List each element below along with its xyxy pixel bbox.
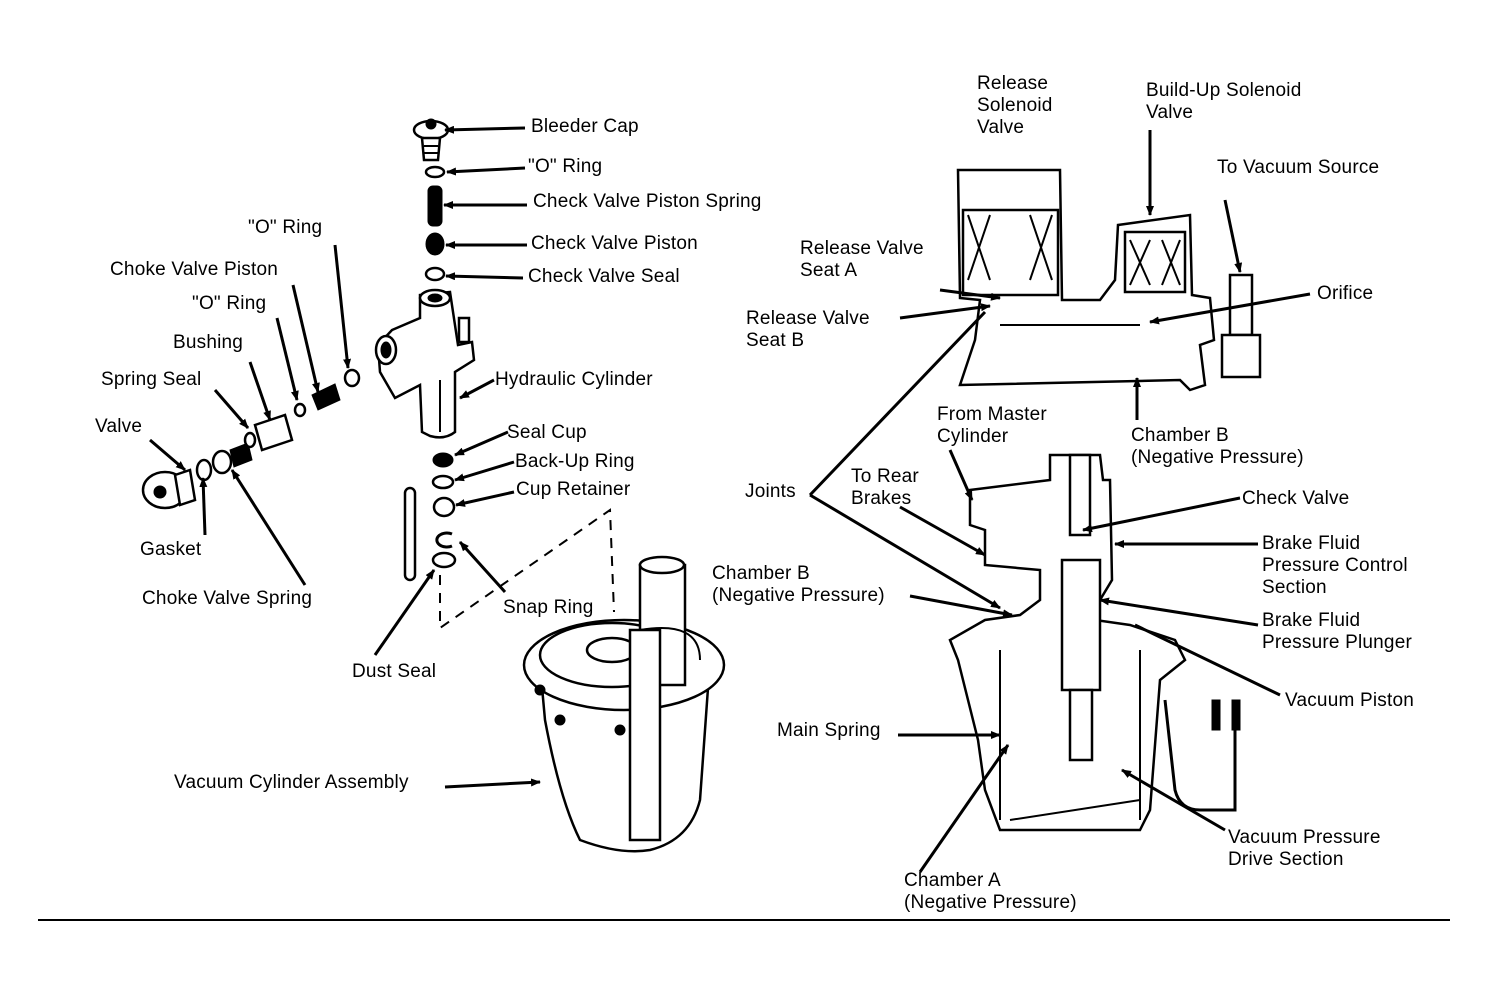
upper-valve-block <box>956 168 1262 392</box>
label-hydraulic-cylinder: Hydraulic Cylinder <box>495 369 653 390</box>
label-vacuum-piston: Vacuum Piston <box>1285 690 1414 711</box>
dust-seal-part <box>431 551 457 569</box>
snap-ring-part <box>435 531 453 549</box>
label-check-valve-seal: Check Valve Seal <box>528 266 680 287</box>
label-o-ring-choke-inner: "O" Ring <box>192 293 267 314</box>
label-seal-cup: Seal Cup <box>507 422 587 443</box>
label-cup-retainer: Cup Retainer <box>516 479 631 500</box>
label-release-solenoid-valve: Release Solenoid Valve <box>977 73 1053 138</box>
label-back-up-ring: Back-Up Ring <box>515 451 635 472</box>
label-choke-valve-piston: Choke Valve Piston <box>110 259 279 280</box>
back-up-ring-part <box>431 474 455 490</box>
label-check-valve: Check Valve <box>1242 488 1350 509</box>
label-check-valve-piston: Check Valve Piston <box>531 233 698 254</box>
label-choke-valve-spring: Choke Valve Spring <box>142 588 313 609</box>
label-valve: Valve <box>95 416 143 437</box>
pin-part <box>403 486 417 582</box>
label-check-valve-piston-spring: Check Valve Piston Spring <box>533 191 762 212</box>
choke-valve-group <box>141 368 361 510</box>
label-chamber-a: Chamber A (Negative Pressure) <box>904 870 1077 913</box>
check-valve-seal-part <box>424 266 446 282</box>
hydraulic-cylinder-part <box>374 288 476 439</box>
left-leader-lines <box>149 125 541 789</box>
label-main-spring: Main Spring <box>777 720 881 741</box>
label-release-valve-seat-a: Release Valve Seat A <box>800 238 924 281</box>
label-bushing: Bushing <box>173 332 244 353</box>
label-build-up-solenoid-valve: Build-Up Solenoid Valve <box>1146 80 1302 123</box>
label-vacuum-pressure-drive-section: Vacuum Pressure Drive Section <box>1228 827 1381 870</box>
label-orifice: Orifice <box>1317 283 1374 304</box>
o-ring-top-part <box>424 165 446 179</box>
label-gasket: Gasket <box>140 539 202 560</box>
label-dust-seal: Dust Seal <box>352 661 437 682</box>
label-vacuum-cylinder-assembly: Vacuum Cylinder Assembly <box>174 772 409 793</box>
label-from-master-cylinder: From Master Cylinder <box>937 404 1047 447</box>
check-valve-piston-part <box>425 232 445 256</box>
label-chamber-b-upper: Chamber B (Negative Pressure) <box>1131 425 1304 468</box>
lower-control-body <box>948 453 1241 832</box>
label-o-ring-top: "O" Ring <box>528 156 603 177</box>
vacuum-cylinder-assembly-part <box>522 555 726 853</box>
seal-cup-part <box>432 452 454 468</box>
label-release-valve-seat-b: Release Valve Seat B <box>746 308 870 351</box>
cup-retainer-part <box>432 496 456 518</box>
right-leader-lines <box>808 130 1311 873</box>
label-to-vacuum-source: To Vacuum Source <box>1217 157 1380 178</box>
label-snap-ring: Snap Ring <box>503 597 594 618</box>
label-joints: Joints <box>745 481 796 502</box>
bleeder-cap-part <box>412 118 450 162</box>
label-brake-fluid-pressure-plunger: Brake Fluid Pressure Plunger <box>1262 610 1412 653</box>
label-spring-seal: Spring Seal <box>101 369 202 390</box>
label-o-ring-choke-outer: "O" Ring <box>248 217 323 238</box>
label-brake-fluid-pressure-control-section: Brake Fluid Pressure Control Section <box>1262 533 1408 598</box>
check-valve-piston-spring-part <box>427 185 443 227</box>
label-chamber-b-lower: Chamber B (Negative Pressure) <box>712 563 885 606</box>
label-to-rear-brakes: To Rear Brakes <box>851 466 919 509</box>
label-bleeder-cap: Bleeder Cap <box>531 116 639 137</box>
